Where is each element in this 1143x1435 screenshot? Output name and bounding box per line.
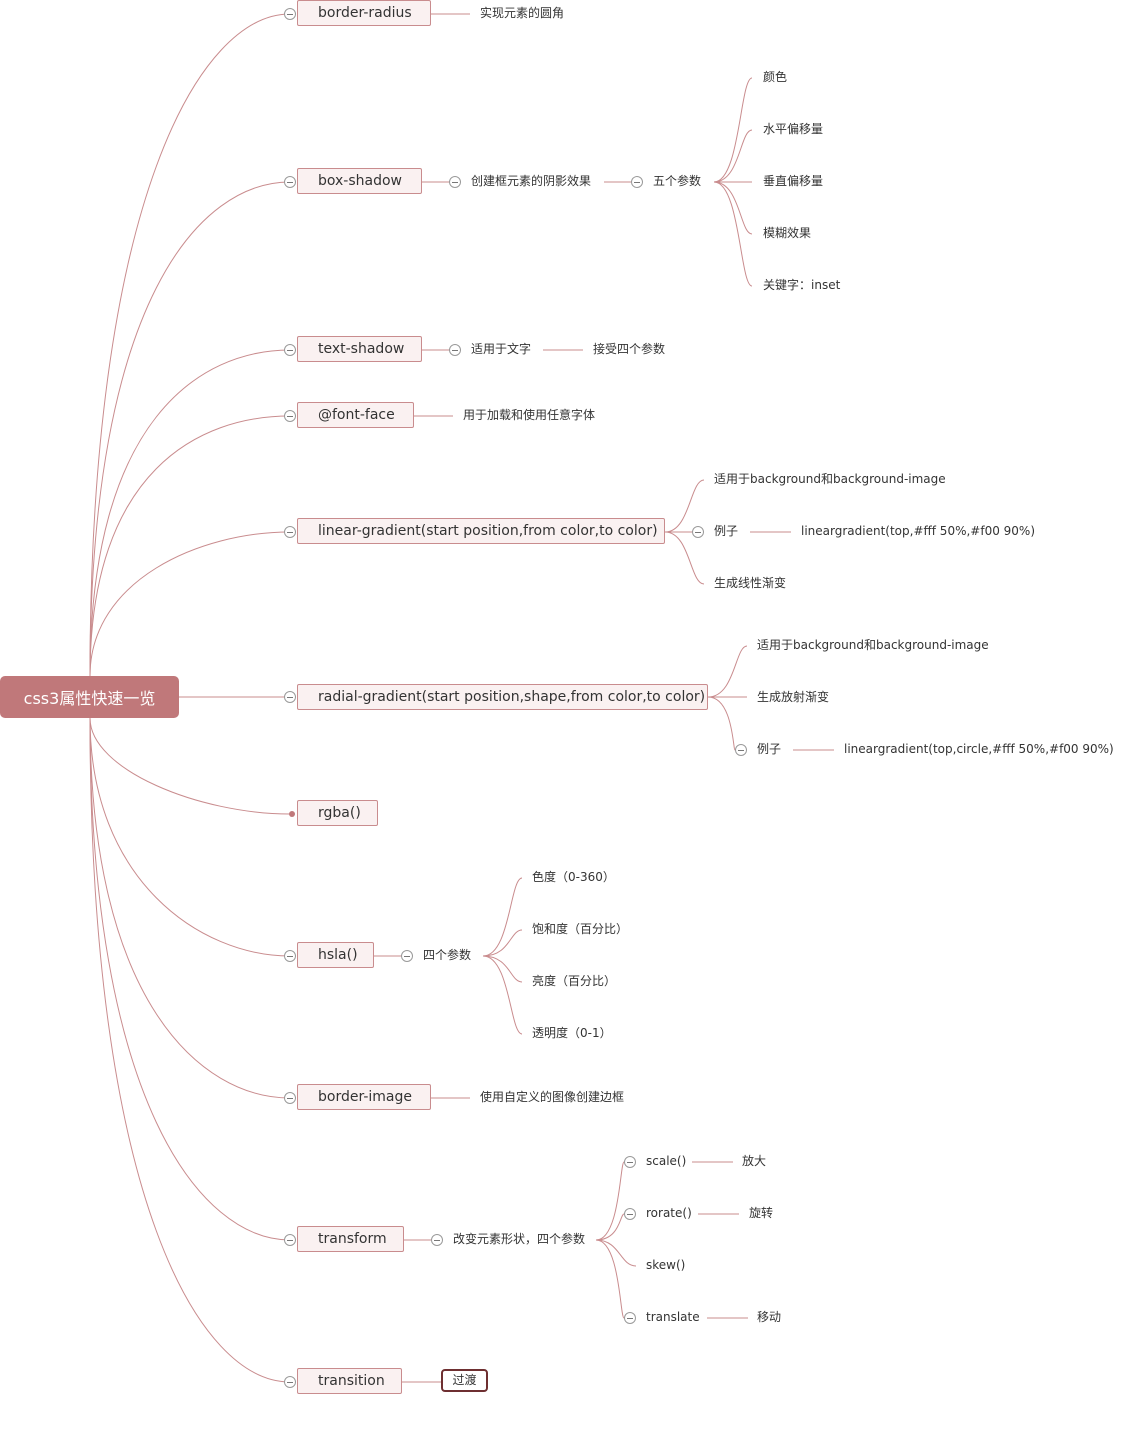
dot-icon [289,811,295,817]
box-shadow-item: 水平偏移量 [763,122,824,136]
root-node[interactable]: css3属性快速一览 [0,676,179,718]
collapse-icon[interactable] [284,526,296,538]
border-image-desc: 使用自定义的图像创建边框 [480,1090,625,1104]
hsla-item: 亮度（百分比） [532,974,617,988]
box-shadow-params: 五个参数 [653,174,702,188]
node-box-shadow[interactable]: box-shadow [297,168,422,194]
collapse-icon[interactable] [692,526,704,538]
node-border-image[interactable]: border-image [297,1084,431,1110]
box-shadow-item: 关键字：inset [763,278,841,292]
transform-meaning: 放大 [742,1154,767,1168]
collapse-icon[interactable] [401,950,413,962]
box-shadow-item: 模糊效果 [763,226,812,240]
text-shadow-desc: 适用于文字 [471,342,532,356]
box-shadow-desc: 创建框元素的阴影效果 [471,174,592,188]
node-font-face[interactable]: @font-face [297,402,414,428]
collapse-icon[interactable] [284,1376,296,1388]
node-text-shadow[interactable]: text-shadow [297,336,422,362]
node-radial-gradient[interactable]: radial-gradient(start position,shape,fro… [297,684,708,710]
radial-gradient-applies: 适用于background和background-image [757,638,989,652]
collapse-icon[interactable] [284,950,296,962]
linear-gradient-example-value: lineargradient(top,#fff 50%,#f00 90%) [801,524,1036,538]
node-transition[interactable]: transition [297,1368,402,1394]
linear-gradient-example-label: 例子 [714,524,739,538]
node-hsla[interactable]: hsla() [297,942,374,968]
node-transform[interactable]: transform [297,1226,404,1252]
node-border-radius[interactable]: border-radius [297,0,431,26]
font-face-desc: 用于加载和使用任意字体 [463,408,596,422]
collapse-icon[interactable] [624,1312,636,1324]
text-shadow-note: 接受四个参数 [593,342,666,356]
transform-fn: rorate() [646,1206,692,1220]
collapse-icon[interactable] [449,344,461,356]
collapse-icon[interactable] [284,8,296,20]
collapse-icon[interactable] [284,1234,296,1246]
collapse-icon[interactable] [284,691,296,703]
collapse-icon[interactable] [624,1156,636,1168]
radial-gradient-example-label: 例子 [757,742,782,756]
box-shadow-item: 垂直偏移量 [763,174,824,188]
collapse-icon[interactable] [449,176,461,188]
node-linear-gradient[interactable]: linear-gradient(start position,from colo… [297,518,665,544]
collapse-icon[interactable] [431,1234,443,1246]
box-shadow-item: 颜色 [763,70,788,84]
linear-gradient-applies: 适用于background和background-image [714,472,946,486]
collapse-icon[interactable] [284,344,296,356]
linear-gradient-effect: 生成线性渐变 [714,576,787,590]
radial-gradient-effect: 生成放射渐变 [757,690,830,704]
collapse-icon[interactable] [735,744,747,756]
transform-meaning: 移动 [757,1310,782,1324]
node-rgba[interactable]: rgba() [297,800,378,826]
transform-desc: 改变元素形状，四个参数 [453,1232,586,1246]
transform-fn: scale() [646,1154,687,1168]
border-radius-desc: 实现元素的圆角 [480,6,565,20]
collapse-icon[interactable] [284,410,296,422]
hsla-params: 四个参数 [423,948,472,962]
transform-meaning: 旋转 [749,1206,774,1220]
hsla-item: 透明度（0-1） [532,1026,612,1040]
transform-fn: skew() [646,1258,686,1272]
collapse-icon[interactable] [284,176,296,188]
hsla-item: 色度（0-360） [532,870,615,884]
collapse-icon[interactable] [631,176,643,188]
hsla-item: 饱和度（百分比） [532,922,629,936]
collapse-icon[interactable] [624,1208,636,1220]
transition-desc-selected[interactable]: 过渡 [441,1369,488,1392]
radial-gradient-example-value: lineargradient(top,circle,#fff 50%,#f00 … [844,742,1114,756]
transform-fn: translate [646,1310,700,1324]
collapse-icon[interactable] [284,1092,296,1104]
